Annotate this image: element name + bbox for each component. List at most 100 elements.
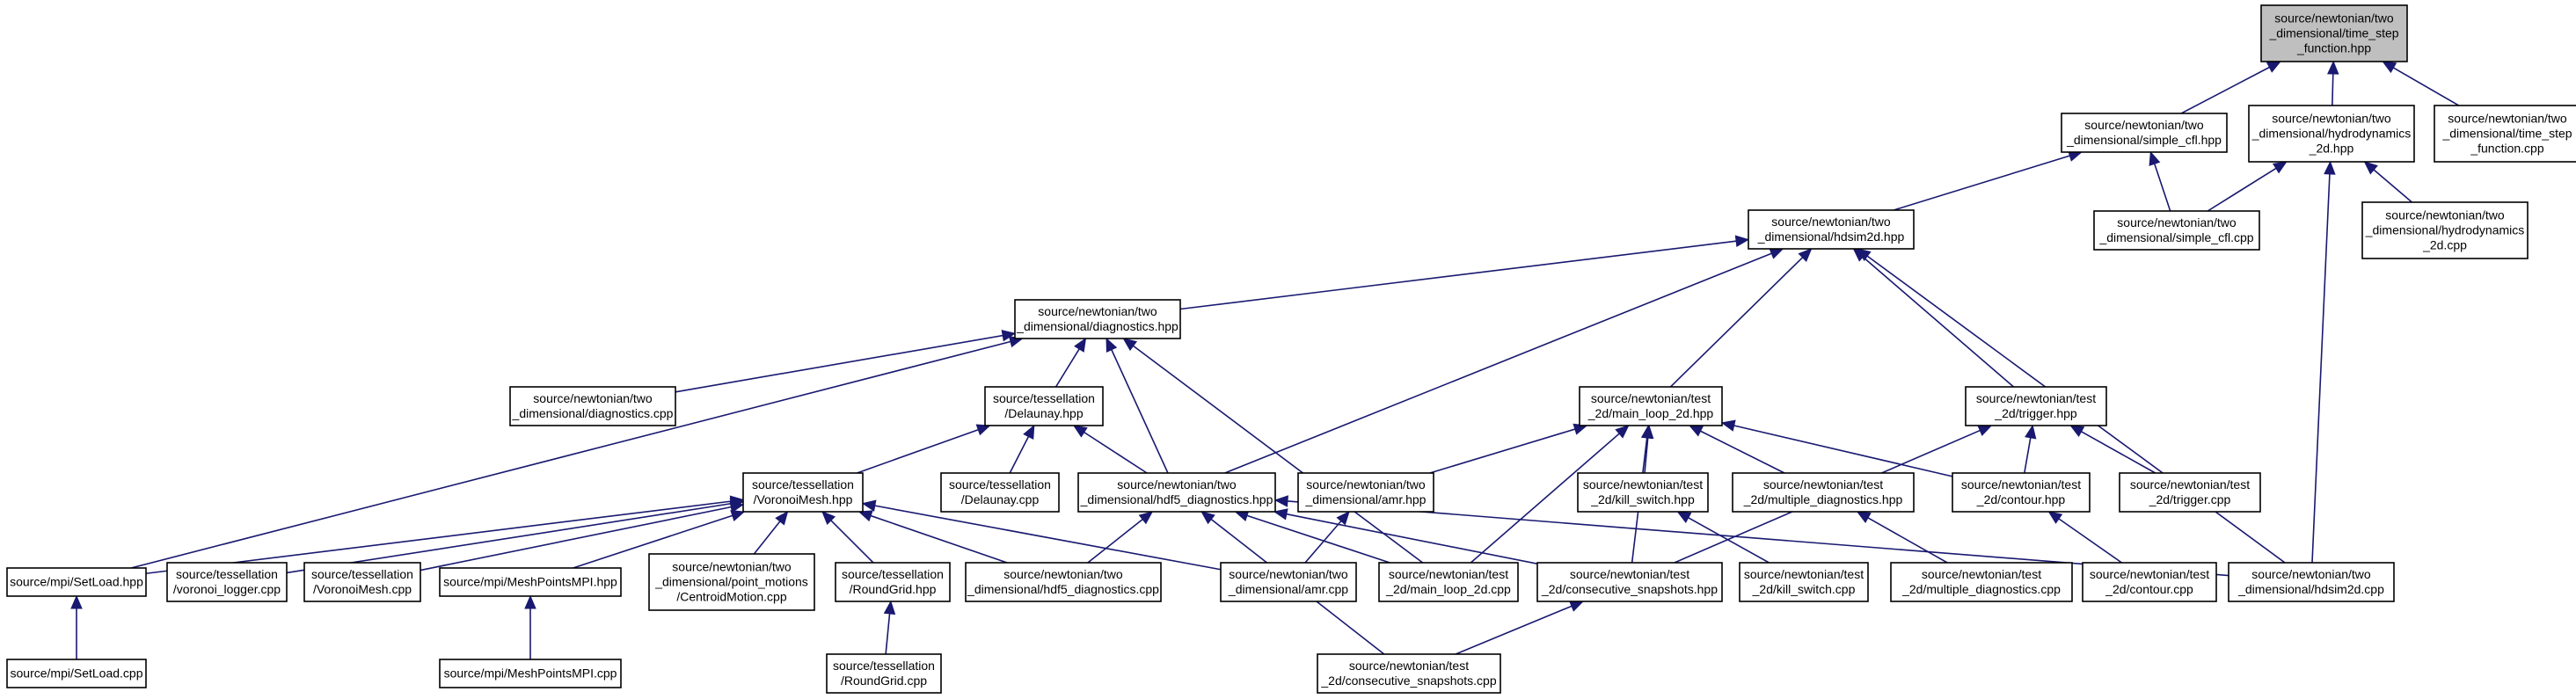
node-time-step-function-cpp[interactable]: source/newtonian/two_dimensional/time_st… <box>2434 105 2576 163</box>
edge-contour_hpp-to-trigger_hpp <box>2024 424 2037 474</box>
node-box <box>2082 562 2217 602</box>
node-label-line: source/newtonian/test <box>1976 391 2096 405</box>
edge-voronoimesh_hpp-to-delaunay_hpp <box>857 424 991 474</box>
node-diagnostics-hpp[interactable]: source/newtonian/two_dimensional/diagnos… <box>1014 299 1181 339</box>
edge-simple_cfl_cpp-to-hydrodynamics_2d_hpp <box>2207 161 2288 212</box>
edge-line <box>675 334 1003 393</box>
node-multiple-diagnostics-cpp[interactable]: source/newtonian/test_2d/multiple_diagno… <box>1890 562 2073 602</box>
node-label-line: source/newtonian/two <box>2251 567 2371 581</box>
arrowhead-icon <box>1074 337 1087 353</box>
node-hdf5-diagnostics-hpp[interactable]: source/newtonian/two_dimensional/hdf5_di… <box>1077 472 1276 513</box>
node-roundgrid-cpp[interactable]: source/tessellation/RoundGrid.cpp <box>826 653 942 694</box>
node-box <box>1077 472 1276 513</box>
arrowhead-icon <box>1688 425 1704 437</box>
edge-voronoimesh_cpp-to-voronoimesh_hpp <box>420 501 745 572</box>
node-voronoimesh-cpp[interactable]: source/tessellation/VoronoiMesh.cpp <box>303 562 421 602</box>
node-trigger-cpp[interactable]: source/newtonian/test_2d/trigger.cpp <box>2119 472 2261 513</box>
arrowhead-icon <box>1856 248 1872 262</box>
node-amr-cpp[interactable]: source/newtonian/two_dimensional/amr.cpp <box>1220 562 1357 602</box>
node-box <box>1748 209 1915 250</box>
node-box <box>2361 201 2529 259</box>
node-label-line: source/tessellation <box>833 659 935 673</box>
node-setload-hpp[interactable]: source/mpi/SetLoad.hpp <box>6 567 147 597</box>
arrowhead-icon <box>857 510 873 522</box>
node-label-line: source/newtonian/test <box>1763 477 1883 491</box>
node-label-line: _2d/kill_switch.cpp <box>1752 582 1856 596</box>
node-main-loop-2d-cpp[interactable]: source/newtonian/test_2d/main_loop_2d.cp… <box>1378 562 1519 602</box>
node-hydrodynamics-2d-hpp[interactable]: source/newtonian/two_dimensional/hydrody… <box>2248 105 2415 163</box>
node-contour-hpp[interactable]: source/newtonian/test_2d/contour.hpp <box>1952 472 2091 513</box>
node-label-line: source/newtonian/two <box>533 391 653 405</box>
node-hdsim2d-hpp[interactable]: source/newtonian/two_dimensional/hdsim2d… <box>1748 209 1915 250</box>
node-voronoimesh-hpp[interactable]: source/tessellation/VoronoiMesh.hpp <box>742 472 864 513</box>
node-label-line: /VoronoiMesh.cpp <box>313 582 412 596</box>
arrowhead-icon <box>821 511 836 526</box>
node-kill-switch-cpp[interactable]: source/newtonian/test_2d/kill_switch.cpp <box>1739 562 1869 602</box>
node-centroidmotion-cpp[interactable]: source/newtonian/two_dimensional/point_m… <box>648 553 815 611</box>
node-trigger-hpp[interactable]: source/newtonian/test_2d/trigger.hpp <box>1965 386 2107 426</box>
node-simple-cfl-cpp[interactable]: source/newtonian/two_dimensional/simple_… <box>2093 210 2260 251</box>
node-amr-hpp[interactable]: source/newtonian/two_dimensional/amr.hpp <box>1297 472 1434 513</box>
node-label-line: source/newtonian/test <box>1591 391 1711 405</box>
edge-line <box>2081 431 2156 474</box>
arrowhead-icon <box>1720 419 1736 432</box>
node-consecutive-snapshots-hpp[interactable]: source/newtonian/test_2d/consecutive_sna… <box>1536 562 1723 602</box>
node-label-line: source/newtonian/test <box>2090 567 2209 581</box>
node-roundgrid-hpp[interactable]: source/tessellation/RoundGrid.hpp <box>835 562 951 602</box>
arrowhead-icon <box>1273 495 1288 507</box>
arrowhead-icon <box>1568 601 1585 612</box>
node-box <box>439 567 622 597</box>
node-contour-cpp[interactable]: source/newtonian/test_2d/contour.cpp <box>2082 562 2217 602</box>
node-simple-cfl-hpp[interactable]: source/newtonian/two_dimensional/simple_… <box>2061 113 2228 153</box>
edge-simple_cfl_cpp-to-simple_cfl_hpp <box>2149 150 2171 212</box>
node-label-line: _2d/consecutive_snapshots.hpp <box>1541 582 1718 596</box>
node-voronoi-logger-cpp[interactable]: source/tessellation/voronoi_logger.cpp <box>166 562 288 602</box>
node-setload-cpp[interactable]: source/mpi/SetLoad.cpp <box>6 659 147 688</box>
node-label-line: _dimensional/diagnostics.cpp <box>512 406 674 420</box>
node-hdsim2d-cpp[interactable]: source/newtonian/two_dimensional/hdsim2d… <box>2228 562 2395 602</box>
node-multiple-diagnostics-hpp[interactable]: source/newtonian/test_2d/multiple_diagno… <box>1732 472 1915 513</box>
node-diagnostics-cpp[interactable]: source/newtonian/two_dimensional/diagnos… <box>509 386 676 426</box>
node-delaunay-hpp[interactable]: source/tessellation/Delaunay.hpp <box>984 386 1104 426</box>
edge-meshpointsmpi_hpp-to-voronoimesh_hpp <box>573 510 746 569</box>
node-label-line: /CentroidMotion.cpp <box>676 590 787 604</box>
node-box <box>303 562 421 602</box>
arrowhead-icon <box>975 424 991 436</box>
node-hdf5-diagnostics-cpp[interactable]: source/newtonian/two_dimensional/hdf5_di… <box>965 562 1162 602</box>
arrowhead-icon <box>2149 150 2161 166</box>
node-label-line: _dimensional/hydrodynamics <box>2365 223 2525 237</box>
edge-time_step_function_cpp-to-time_step_function_hpp <box>2382 61 2460 106</box>
node-meshpointsmpi-hpp[interactable]: source/mpi/MeshPointsMPI.hpp <box>439 567 622 597</box>
node-label-line: _dimensional/hdsim2d.hpp <box>1757 229 1905 244</box>
node-time-step-function-hpp[interactable]: source/newtonian/two_dimensional/time_st… <box>2260 4 2408 62</box>
edge-line <box>1893 155 2070 211</box>
edge-line <box>1470 433 1620 564</box>
arrowhead-icon <box>730 510 746 521</box>
node-meshpointsmpi-cpp[interactable]: source/mpi/MeshPointsMPI.cpp <box>439 659 622 688</box>
edge-contour_hpp-to-main_loop_2d_hpp <box>1720 419 1953 477</box>
node-consecutive-snapshots-cpp[interactable]: source/newtonian/test_2d/consecutive_sna… <box>1317 653 1501 694</box>
edge-line <box>830 520 874 564</box>
edge-line <box>870 514 1008 564</box>
arrowhead-icon <box>1336 511 1350 526</box>
node-box <box>1890 562 2073 602</box>
arrowhead-icon <box>775 511 789 526</box>
edge-line <box>1087 519 1143 564</box>
node-hydrodynamics-2d-cpp[interactable]: source/newtonian/two_dimensional/hydrody… <box>2361 201 2529 259</box>
node-box <box>6 659 147 688</box>
edge-line <box>857 428 979 474</box>
node-label-line: _2d/main_loop_2d.cpp <box>1385 582 1511 596</box>
node-label-line: _dimensional/hdf5_diagnostics.cpp <box>967 582 1159 596</box>
edge-hydrodynamics_2d_hpp-to-time_step_function_hpp <box>2327 60 2339 106</box>
edge-hdf5_diagnostics_hpp-to-diagnostics_hpp <box>1106 337 1169 474</box>
arrowhead-icon <box>883 600 896 615</box>
node-label-line: _2d/kill_switch.hpp <box>1590 492 1695 506</box>
node-delaunay-cpp[interactable]: source/tessellation/Delaunay.cpp <box>940 472 1060 513</box>
edge-line <box>1688 517 1770 564</box>
edge-line <box>2311 173 2331 564</box>
edge-trigger_hpp-to-hdsim2d_hpp <box>1852 248 2015 388</box>
node-main-loop-2d-hpp[interactable]: source/newtonian/test_2d/main_loop_2d.hp… <box>1579 386 1723 426</box>
node-box <box>6 567 147 597</box>
node-kill-switch-hpp[interactable]: source/newtonian/test_2d/kill_switch.hpp <box>1577 472 1709 513</box>
edge-roundgrid_hpp-to-voronoimesh_hpp <box>821 511 874 564</box>
